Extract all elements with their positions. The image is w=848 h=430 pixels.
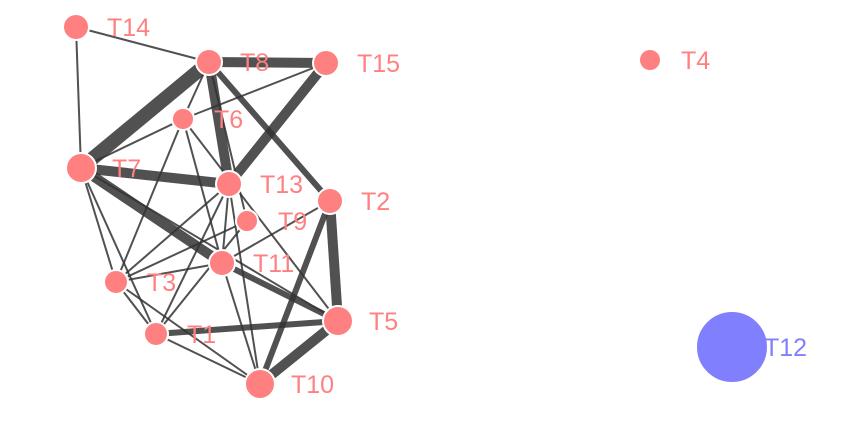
- node-t13[interactable]: [215, 170, 243, 198]
- node-t8[interactable]: [195, 48, 223, 76]
- edge-t7-t1: [80, 167, 157, 335]
- edge-t13-t3: [115, 183, 230, 283]
- node-t2[interactable]: [316, 187, 344, 215]
- edge-t14-t7: [75, 26, 82, 169]
- edge-t14-t8: [75, 26, 210, 63]
- edge-t13-t10: [228, 183, 261, 385]
- node-t6[interactable]: [171, 107, 195, 131]
- node-label-t10: T10: [291, 371, 334, 399]
- node-t4[interactable]: [638, 48, 662, 72]
- node-t9[interactable]: [235, 209, 259, 233]
- edge-t1-t10: [155, 333, 261, 385]
- node-t11[interactable]: [208, 249, 236, 277]
- node-label-t12: T12: [764, 334, 807, 362]
- node-label-t8: T8: [240, 49, 269, 77]
- edge-t9-t1: [155, 220, 248, 335]
- node-label-t2: T2: [361, 188, 390, 216]
- node-t12[interactable]: [695, 310, 769, 384]
- node-t15[interactable]: [312, 49, 340, 77]
- edge-t8-t7: [76, 56, 214, 174]
- edge-t6-t5: [182, 118, 339, 322]
- node-label-t9: T9: [278, 208, 307, 236]
- edge-t2-t11: [221, 200, 331, 264]
- edge-t6-t11: [182, 118, 223, 264]
- node-t14[interactable]: [62, 13, 90, 41]
- nodes-layer: [62, 13, 769, 400]
- edge-t8-t13: [204, 61, 234, 185]
- node-t1[interactable]: [143, 321, 169, 347]
- node-label-t1: T1: [187, 321, 216, 349]
- node-t3[interactable]: [103, 269, 129, 295]
- edge-t5-t10: [256, 317, 342, 388]
- node-label-t6: T6: [214, 106, 243, 134]
- node-label-t14: T14: [107, 14, 150, 42]
- edge-t7-t3: [80, 167, 117, 283]
- edge-t6-t7: [80, 118, 184, 169]
- edge-t11-t10: [221, 262, 261, 385]
- node-label-t4: T4: [681, 47, 710, 75]
- edge-t5-t1: [155, 318, 339, 337]
- edge-t11-t5: [220, 260, 340, 324]
- edge-t2-t10: [257, 199, 333, 386]
- node-t7[interactable]: [65, 152, 97, 184]
- edge-t6-t3: [115, 118, 184, 283]
- node-label-t15: T15: [357, 50, 400, 78]
- node-t5[interactable]: [322, 305, 354, 337]
- node-label-t7: T7: [112, 155, 141, 183]
- edge-t15-t6: [182, 62, 327, 120]
- edge-t2-t5: [325, 200, 343, 322]
- node-label-t5: T5: [369, 308, 398, 336]
- edge-t8-t15: [208, 57, 327, 68]
- node-label-t3: T3: [147, 269, 176, 297]
- edge-t9-t3: [115, 220, 248, 283]
- node-label-t13: T13: [260, 171, 303, 199]
- edge-t13-t1: [155, 183, 230, 335]
- node-t10[interactable]: [244, 368, 276, 400]
- edge-t7-t13: [80, 163, 230, 189]
- edge-t15-t13: [225, 59, 330, 188]
- edge-t11-t3: [115, 262, 223, 283]
- node-label-t11: T11: [253, 250, 294, 278]
